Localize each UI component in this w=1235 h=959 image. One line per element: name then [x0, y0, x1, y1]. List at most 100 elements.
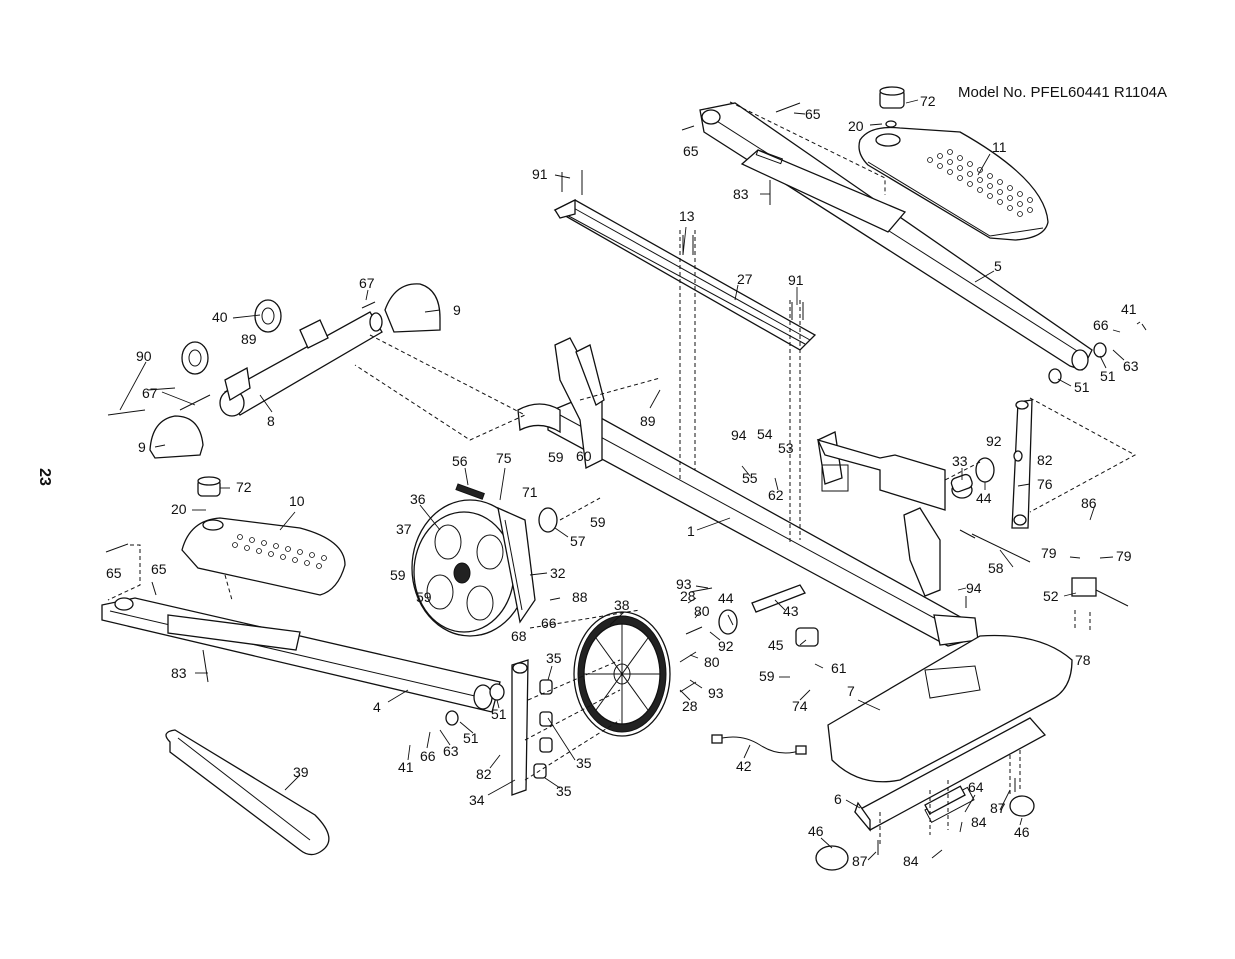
callout-27: 27	[737, 271, 753, 287]
drive-pulley	[573, 611, 671, 737]
callout-28: 28	[680, 588, 696, 604]
callout-51: 51	[491, 706, 507, 722]
callout-65: 65	[106, 565, 122, 581]
callout-86: 86	[1081, 495, 1097, 511]
callout-64: 64	[968, 779, 984, 795]
callout-11: 11	[992, 139, 1007, 155]
right-upright-arm	[951, 399, 1033, 529]
callout-35: 35	[576, 755, 592, 771]
callout-62: 62	[768, 487, 784, 503]
callout-43: 43	[783, 603, 799, 619]
callout-94: 94	[966, 580, 982, 596]
pedal-left	[181, 476, 346, 596]
callout-36: 36	[410, 491, 426, 507]
callout-59: 59	[548, 449, 564, 465]
callout-72: 72	[920, 93, 936, 109]
callout-83: 83	[733, 186, 749, 202]
misc-hardware	[445, 342, 1129, 815]
callout-9: 9	[453, 302, 461, 318]
pedal-arm-right	[699, 102, 1093, 371]
callout-45: 45	[768, 637, 784, 653]
callout-82: 82	[1037, 452, 1053, 468]
callout-20: 20	[848, 118, 864, 134]
drive-belt	[165, 729, 330, 856]
callout-37: 37	[396, 521, 412, 537]
callout-4: 4	[373, 699, 381, 715]
callout-41: 41	[398, 759, 414, 775]
callout-67: 67	[142, 385, 158, 401]
callout-20: 20	[171, 501, 187, 517]
callout-90: 90	[136, 348, 152, 364]
callout-42: 42	[736, 758, 752, 774]
callout-7: 7	[847, 683, 855, 699]
fasteners	[105, 102, 1147, 855]
callout-10: 10	[289, 493, 305, 509]
pedal-knob-right	[879, 86, 905, 128]
callout-5: 5	[994, 258, 1002, 274]
callout-66: 66	[541, 615, 557, 631]
callout-39: 39	[293, 764, 309, 780]
callout-8: 8	[267, 413, 275, 429]
callout-35: 35	[546, 650, 562, 666]
callout-92: 92	[986, 433, 1002, 449]
flywheel	[411, 499, 536, 637]
callout-84: 84	[903, 853, 919, 869]
callout-38: 38	[614, 597, 630, 613]
callout-93: 93	[708, 685, 724, 701]
callout-72: 72	[236, 479, 252, 495]
callout-89: 89	[241, 331, 257, 347]
callout-34: 34	[469, 792, 485, 808]
callout-52: 52	[1043, 588, 1059, 604]
callout-84: 84	[971, 814, 987, 830]
callout-61: 61	[831, 660, 847, 676]
callout-53: 53	[778, 440, 794, 456]
callout-80: 80	[704, 654, 720, 670]
callout-51: 51	[463, 730, 479, 746]
callout-92: 92	[718, 638, 734, 654]
callout-63: 63	[443, 743, 459, 759]
callout-59: 59	[590, 514, 606, 530]
callout-87: 87	[852, 853, 868, 869]
callout-65: 65	[805, 106, 821, 122]
callout-75: 75	[496, 450, 512, 466]
callout-59: 59	[759, 668, 775, 684]
callout-87: 87	[990, 800, 1006, 816]
callout-79: 79	[1116, 548, 1132, 564]
page-number: 23	[36, 468, 53, 486]
callout-93: 93	[676, 576, 692, 592]
callout-68: 68	[511, 628, 527, 644]
callout-58: 58	[988, 560, 1004, 576]
callout-71: 71	[522, 484, 538, 500]
callout-56: 56	[452, 453, 468, 469]
callout-44: 44	[976, 490, 992, 506]
callout-67: 67	[359, 275, 375, 291]
rear-stabilizer	[815, 717, 1047, 871]
callout-82: 82	[476, 766, 492, 782]
callout-65: 65	[683, 143, 699, 159]
callout-44: 44	[718, 590, 734, 606]
callout-46: 46	[808, 823, 824, 839]
callout-40: 40	[212, 309, 228, 325]
callout-83: 83	[171, 665, 187, 681]
callout-13: 13	[679, 208, 695, 224]
callout-41: 41	[1121, 301, 1137, 317]
callout-66: 66	[420, 748, 436, 764]
callout-9: 9	[138, 439, 146, 455]
callout-46: 46	[1014, 824, 1030, 840]
callout-33: 33	[952, 453, 968, 469]
callout-54: 54	[757, 426, 773, 442]
front-stabilizer	[149, 283, 441, 459]
callout-55: 55	[742, 470, 758, 486]
crank-arm	[511, 659, 529, 796]
crossbar	[553, 198, 817, 351]
callout-59: 59	[390, 567, 406, 583]
callout-88: 88	[572, 589, 588, 605]
callout-51: 51	[1100, 368, 1116, 384]
callout-80: 80	[694, 603, 710, 619]
callout-78: 78	[1075, 652, 1091, 668]
callout-89: 89	[640, 413, 656, 429]
callout-6: 6	[834, 791, 842, 807]
